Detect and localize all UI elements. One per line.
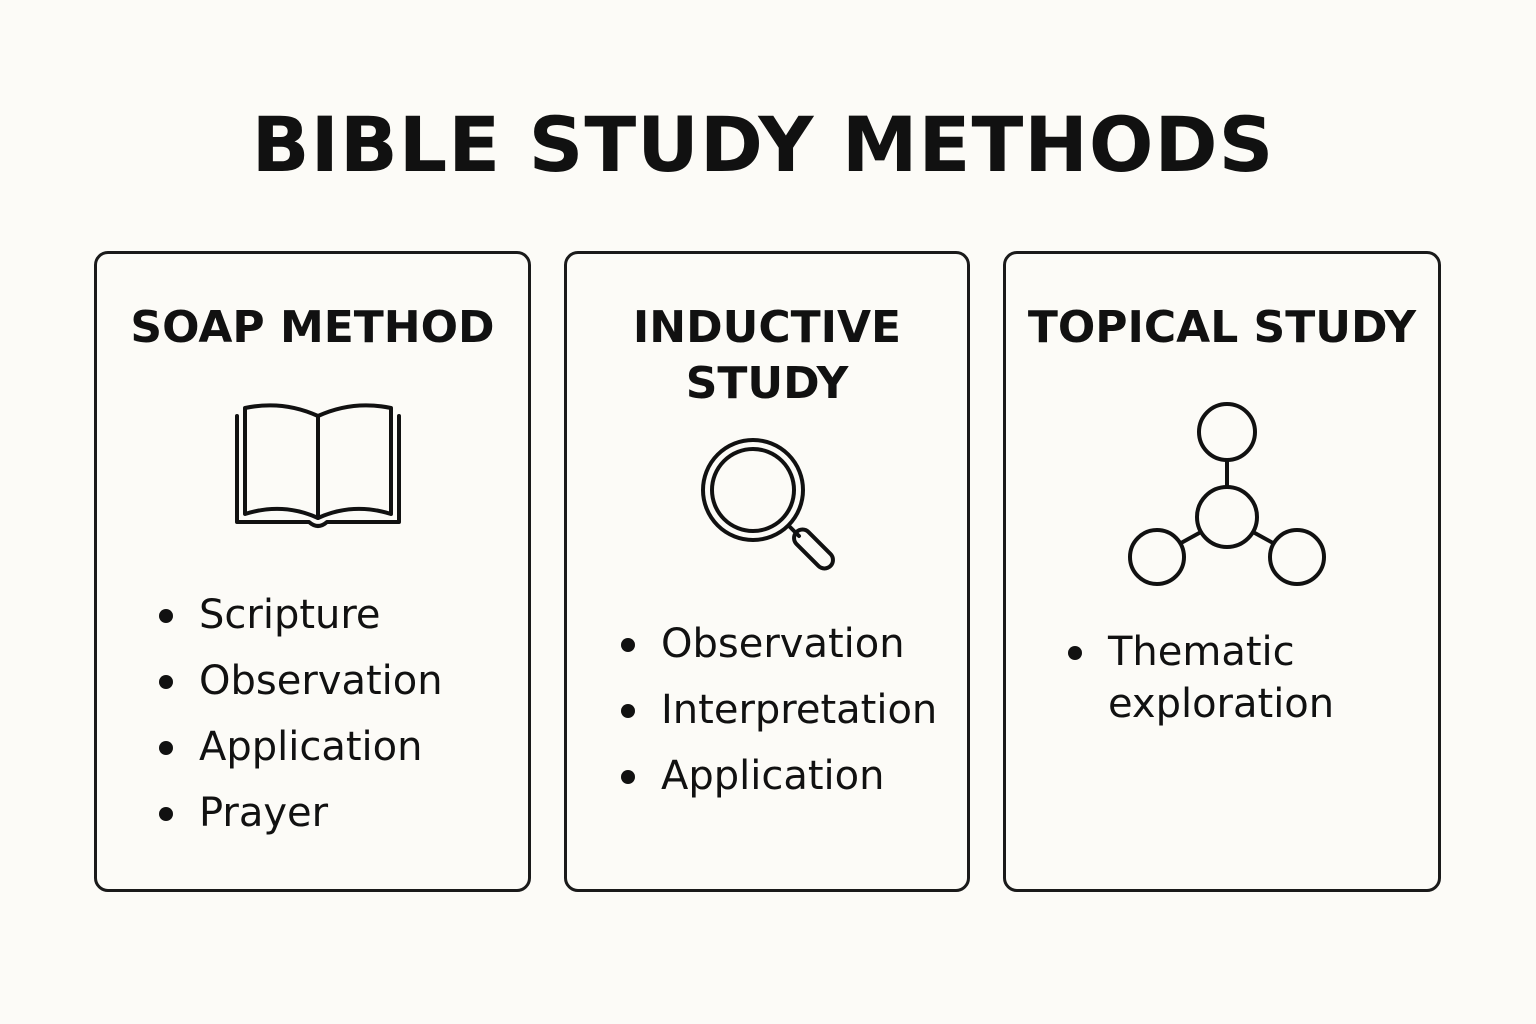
list-item: Thematic exploration [1068, 626, 1338, 730]
list-item: Application [159, 714, 443, 780]
card-title: INDUCTIVE STUDY [567, 300, 967, 412]
network-nodes-icon [1128, 402, 1326, 586]
open-book-icon [235, 403, 401, 528]
list-item: Observation [159, 648, 443, 714]
list-item: Scripture [159, 582, 443, 648]
list-item: Interpretation [621, 677, 937, 743]
card-title: TOPICAL STUDY [1027, 302, 1417, 353]
card-inductive-study: INDUCTIVE STUDY Observation Interpretati… [564, 251, 970, 892]
card-title-line: STUDY [685, 358, 849, 409]
list-item: Application [621, 743, 937, 809]
card-list: Scripture Observation Application Prayer [159, 582, 443, 846]
list-item: Prayer [159, 780, 443, 846]
card-list: Thematic exploration [1068, 626, 1338, 730]
card-list: Observation Interpretation Application [621, 611, 937, 809]
page-title: BIBLE STUDY METHODS [251, 100, 1275, 189]
card-topical-study: TOPICAL STUDY Thematic exploration [1003, 251, 1441, 892]
card-soap-method: SOAP METHOD Scripture Observation Applic… [94, 251, 531, 892]
card-title-line: INDUCTIVE [632, 302, 902, 353]
magnifying-glass-icon [701, 438, 835, 571]
card-title: SOAP METHOD [130, 302, 495, 353]
list-item: Observation [621, 611, 937, 677]
